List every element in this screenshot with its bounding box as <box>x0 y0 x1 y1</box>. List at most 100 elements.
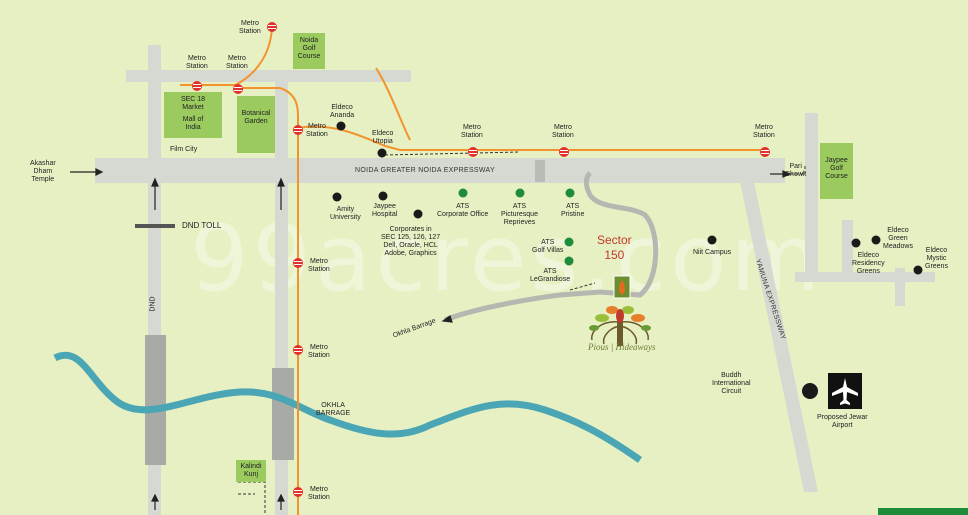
metro-line-expressway <box>297 125 765 151</box>
sec18-road <box>126 70 411 82</box>
landmark-dot-icon <box>413 209 423 219</box>
noida-golf-course-area: Noida Golf Course <box>293 33 325 69</box>
east-road-horizontal <box>795 272 935 282</box>
landmark-dot-icon <box>377 148 387 158</box>
east-road-branch <box>842 220 853 275</box>
metro-station-label: Metro Station <box>308 486 330 501</box>
landmark-dot-icon <box>565 188 575 198</box>
sector-150-label: Sector 150 <box>597 233 632 262</box>
arrow-icon <box>782 170 792 178</box>
landmark-dot-icon <box>707 235 717 245</box>
arrows <box>70 168 792 510</box>
landmark-dot-icon <box>332 192 342 202</box>
arrow-icon <box>277 493 285 502</box>
brand-name: Pious | Hideaways <box>588 342 656 352</box>
amity-label: Amity University <box>330 206 361 221</box>
dashed-route-1 <box>384 151 521 156</box>
jewar-airport-label: Proposed Jewar Airport <box>817 414 868 429</box>
ats-legrandiose-label: ATS LeGrandiose <box>530 268 571 283</box>
ats-corporate-label: ATS Corporate Office <box>437 203 489 218</box>
eldeco-mystic-label: Eldeco Mystic Greens <box>925 247 948 270</box>
buddh-circuit-label: Buddh International Circuit <box>712 372 751 395</box>
metro-station-icon <box>293 125 303 135</box>
metro-lines <box>180 27 765 515</box>
corner-band <box>878 508 968 515</box>
eldeco-utopia-label: Eldeco Utopia <box>372 130 394 145</box>
metro-line-branch <box>375 67 411 141</box>
arrow-icon <box>277 177 285 187</box>
metro-station-label: Metro Station <box>186 55 208 70</box>
ats-pristine-label: ATS Pristine <box>561 203 585 218</box>
expressway-toll <box>535 160 545 182</box>
sec18-area: SEC 18 Market Mall of India <box>164 92 222 138</box>
dashed-route-kalindi <box>238 481 266 515</box>
metro-station-label: Metro Station <box>552 124 574 139</box>
okhla-barrage-label: OKHLA BARRAGE <box>316 402 351 417</box>
brand-name-left: Pious <box>588 342 609 352</box>
eldeco-green-meadows-label: Eldeco Green Meadows <box>883 227 913 250</box>
pari-chowk-label: Pari Chowk <box>785 163 807 178</box>
ats-picturesque-label: ATS Picturesque Reprieves <box>501 203 538 226</box>
landmark-dot-icon <box>851 238 861 248</box>
dnd-flyover <box>145 335 166 465</box>
metro-station-icon <box>293 487 303 497</box>
dashed-route-pari <box>780 165 806 175</box>
dashed-route-2 <box>569 282 596 291</box>
airplane-icon <box>828 373 862 409</box>
expressway-label: NOIDA GREATER NOIDA EXPRESSWAY <box>355 167 495 174</box>
dnd-label: DND <box>149 296 157 312</box>
metro-station-icon <box>192 81 202 91</box>
eldeco-ananda-label: Eldeco Ananda <box>330 104 355 119</box>
ats-dots <box>458 188 575 266</box>
metro-station-icon <box>267 22 277 32</box>
metro-stations <box>192 22 770 497</box>
east-road-branch-2 <box>895 268 905 306</box>
landmark-dots <box>332 121 923 399</box>
ats-golf-villas-label: ATS Golf Villas <box>532 239 564 254</box>
metro-station-label: Metro Station <box>239 20 261 35</box>
yamuna-river <box>53 351 643 463</box>
metro-station-label: Metro Station <box>306 123 328 138</box>
landmark-dot-icon <box>802 383 818 399</box>
okhla-flyover <box>272 368 294 460</box>
watermark: 99acres.com <box>190 205 825 312</box>
metro-station-icon <box>293 345 303 355</box>
metro-station-icon <box>468 147 478 157</box>
landmark-dot-icon <box>378 191 388 201</box>
metro-station-label: Metro Station <box>308 344 330 359</box>
kalindi-kunj-label: Kalindi Kunj <box>240 463 262 478</box>
yamuna-expressway-road <box>738 172 818 492</box>
arrow-icon <box>441 315 453 323</box>
expressway-road <box>95 158 785 183</box>
corporates-label: Corporates in SEC 125, 126, 127 Dell, Or… <box>381 226 441 257</box>
metro-station-icon <box>233 84 243 94</box>
dnd-toll-bar <box>135 224 175 228</box>
metro-line-aqua-south <box>238 87 299 515</box>
botanical-garden-label: Botanical Garden <box>241 110 271 125</box>
jaypee-golf-area: Jaypee Golf Course <box>820 143 853 199</box>
botanical-garden-area: Botanical Garden <box>237 96 275 153</box>
sector150-marker <box>613 275 631 299</box>
arrow-icon <box>151 177 159 187</box>
film-city-label: Film City <box>170 146 198 153</box>
landmark-dot-icon <box>564 256 574 266</box>
niit-campus-label: Niit Campus <box>693 249 732 256</box>
east-road-vertical <box>805 113 818 280</box>
noida-golf-course-label: Noida Golf Course <box>297 37 321 60</box>
metro-station-label: Metro Station <box>461 124 483 139</box>
metro-station-icon <box>760 147 770 157</box>
dnd-toll-label: DND TOLL <box>182 221 222 230</box>
jaypee-golf-label: Jaypee Golf Course <box>825 157 848 180</box>
eldeco-residency-label: Eldeco Residency Greens <box>852 252 885 275</box>
tree-logo-icon <box>589 306 651 346</box>
metro-station-label: Metro Station <box>226 55 248 70</box>
landmark-dot-icon <box>515 188 525 198</box>
sector150-road <box>444 171 659 323</box>
landmark-dot-icon <box>564 237 574 247</box>
metro-station-icon <box>293 258 303 268</box>
metro-station-label: Metro Station <box>753 124 775 139</box>
landmark-dot-icon <box>458 188 468 198</box>
mall-of-india-label: Mall of India <box>182 116 204 131</box>
